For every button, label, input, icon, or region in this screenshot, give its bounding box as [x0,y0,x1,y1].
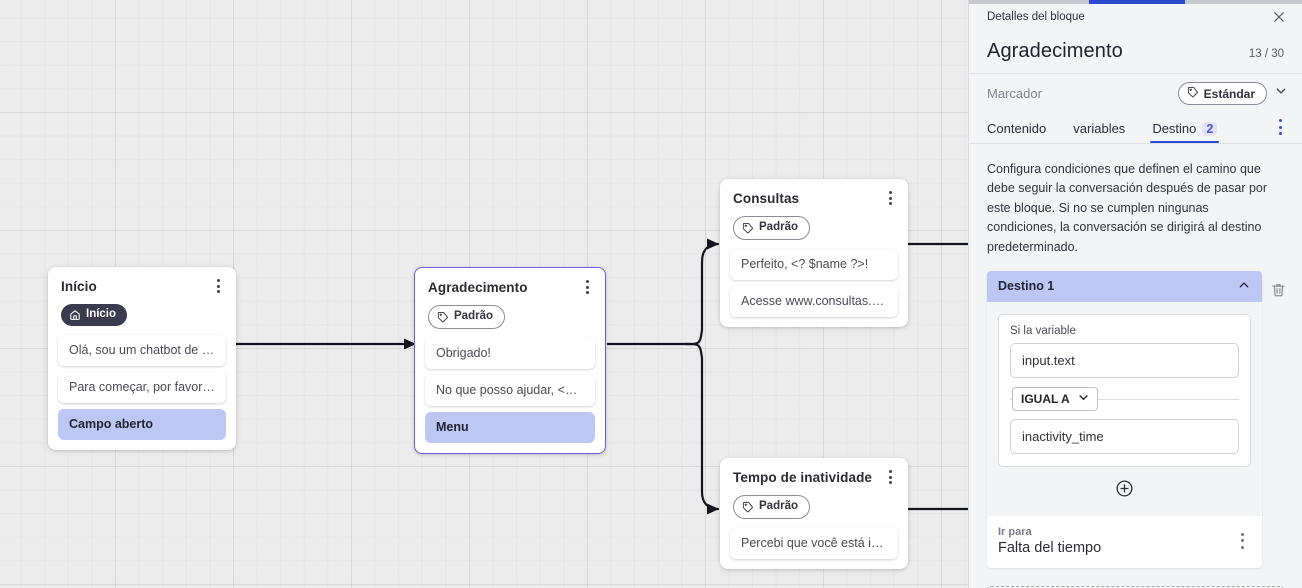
goto-row[interactable]: Ir para Falta del tiempo [987,515,1262,568]
chevron-down-icon[interactable] [1274,84,1288,103]
condition-label: Si la variable [1010,324,1076,337]
panel-header: Detalles del bloque [969,4,1302,30]
destino-header-label: Destino 1 [998,279,1055,294]
flow-node-consultas[interactable]: Consultas Padrão Perfeito, <? $name ?>! … [720,179,908,327]
progress-bar [969,0,1302,4]
tab-variables[interactable]: variables [1073,121,1125,143]
node-menu-button[interactable] [210,277,226,295]
marcador-value: Estándar [1203,86,1255,101]
marcador-control[interactable]: Estándar [1177,82,1288,105]
node-header: Agradecimento Padrão [415,268,605,338]
chevron-up-icon[interactable] [1237,278,1251,295]
node-title: Consultas [733,191,800,206]
destino-header[interactable]: Destino 1 [987,270,1262,302]
node-tag-label: Padrão [759,221,798,234]
node-header: Início Início [48,267,236,335]
destino-card: Destino 1 Si la variable IGUAL A [987,270,1262,568]
node-message[interactable]: Obrigado! [425,337,595,369]
block-details-panel: Detalles del bloque Agradecimento 13 / 3… [968,0,1302,588]
tag-icon [742,222,754,234]
node-tag[interactable]: Padrão [733,495,810,519]
node-tag-label: Início [86,308,117,321]
tag-icon [742,501,754,513]
flow-node-agradecimento[interactable]: Agradecimento Padrão Obrigado! No que po… [414,267,606,454]
node-tag-label: Padrão [759,500,798,513]
node-menu-button[interactable] [579,278,595,296]
destino-body: Si la variable IGUAL A [987,301,1262,516]
operator-row: IGUAL A [1010,386,1239,411]
home-icon [69,309,81,321]
tag-icon [437,311,449,323]
operator-label: IGUAL A [1021,391,1070,406]
node-tag-label: Padrão [454,310,493,323]
node-title: Agradecimento [428,280,528,295]
plus-circle-icon [1114,478,1135,504]
node-title: Tempo de inatividade [733,470,873,485]
panel-description: Configura condiciones que definen el cam… [987,162,1268,254]
node-message-selected[interactable]: Menu [425,411,595,443]
goto-value: Falta del tiempo [998,539,1102,556]
compare-value-input[interactable] [1010,418,1239,454]
tab-label: Contenido [987,121,1047,136]
flow-node-tempo-inatividade[interactable]: Tempo de inatividade Padrão Percebi que … [720,458,908,569]
goto-menu-button[interactable] [1234,532,1250,550]
goto-text: Ir para Falta del tiempo [998,526,1101,556]
node-message[interactable]: Acesse www.consultas.com par... [730,285,898,317]
tab-destino[interactable]: Destino 2 [1150,121,1220,143]
progress-bar-fill [1089,0,1185,4]
condition-box: Si la variable IGUAL A [998,313,1251,467]
node-tag[interactable]: Início [61,304,128,326]
node-message-selected[interactable]: Campo aberto [58,408,226,440]
panel-tabs: Contenido variables Destino 2 [969,113,1302,144]
panel-title-row: Agradecimento 13 / 30 [969,30,1302,74]
tab-label: variables [1073,121,1126,136]
variable-input[interactable] [1010,342,1239,378]
node-tag[interactable]: Padrão [733,216,810,240]
marcador-pill[interactable]: Estándar [1177,82,1267,105]
add-condition-button[interactable] [998,467,1251,516]
flow-canvas[interactable]: Início Início Olá, sou um chatbot de tes… [0,0,968,588]
panel-header-title: Detalles del bloque [987,11,1085,23]
trash-icon[interactable] [1268,279,1288,301]
node-message[interactable]: Para começar, por favor digite o ... [58,371,226,403]
node-message[interactable]: Perfeito, <? $name ?>! [730,248,898,280]
goto-label: Ir para [998,525,1032,538]
node-messages: Olá, sou um chatbot de teste! Para começ… [48,335,236,450]
marcador-label: Marcador [987,86,1042,101]
node-message[interactable]: Olá, sou um chatbot de teste! [58,335,226,366]
destino-section: Destino 1 Si la variable IGUAL A [969,270,1302,568]
close-icon[interactable] [1270,8,1288,26]
node-message[interactable]: Percebi que você está inativo. C... [730,527,898,559]
marcador-row: Marcador Estándar [969,74,1302,113]
node-menu-button[interactable] [882,189,898,207]
node-message[interactable]: No que posso ajudar, <? $name ... [425,374,595,406]
node-messages: Percebi que você está inativo. C... [720,527,908,569]
node-header: Consultas Padrão [720,179,908,249]
node-tag[interactable]: Padrão [428,305,505,329]
node-header: Tempo de inatividade Padrão [720,458,908,528]
flow-node-inicio[interactable]: Início Início Olá, sou um chatbot de tes… [48,267,236,450]
char-count: 13 / 30 [1248,48,1284,60]
more-vertical-icon[interactable] [1272,118,1288,136]
node-messages: Obrigado! No que posso ajudar, <? $name … [415,337,605,453]
node-title: Início [61,279,97,294]
operator-select[interactable]: IGUAL A [1012,386,1098,411]
node-menu-button[interactable] [882,468,898,486]
tag-icon [1187,86,1199,101]
tab-contenido[interactable]: Contenido [987,121,1046,143]
chevron-down-icon [1077,391,1090,407]
tab-badge: 2 [1202,121,1218,136]
tab-label: Destino [1152,121,1197,136]
node-messages: Perfeito, <? $name ?>! Acesse www.consul… [720,248,908,327]
page-title: Agradecimento [987,40,1123,62]
